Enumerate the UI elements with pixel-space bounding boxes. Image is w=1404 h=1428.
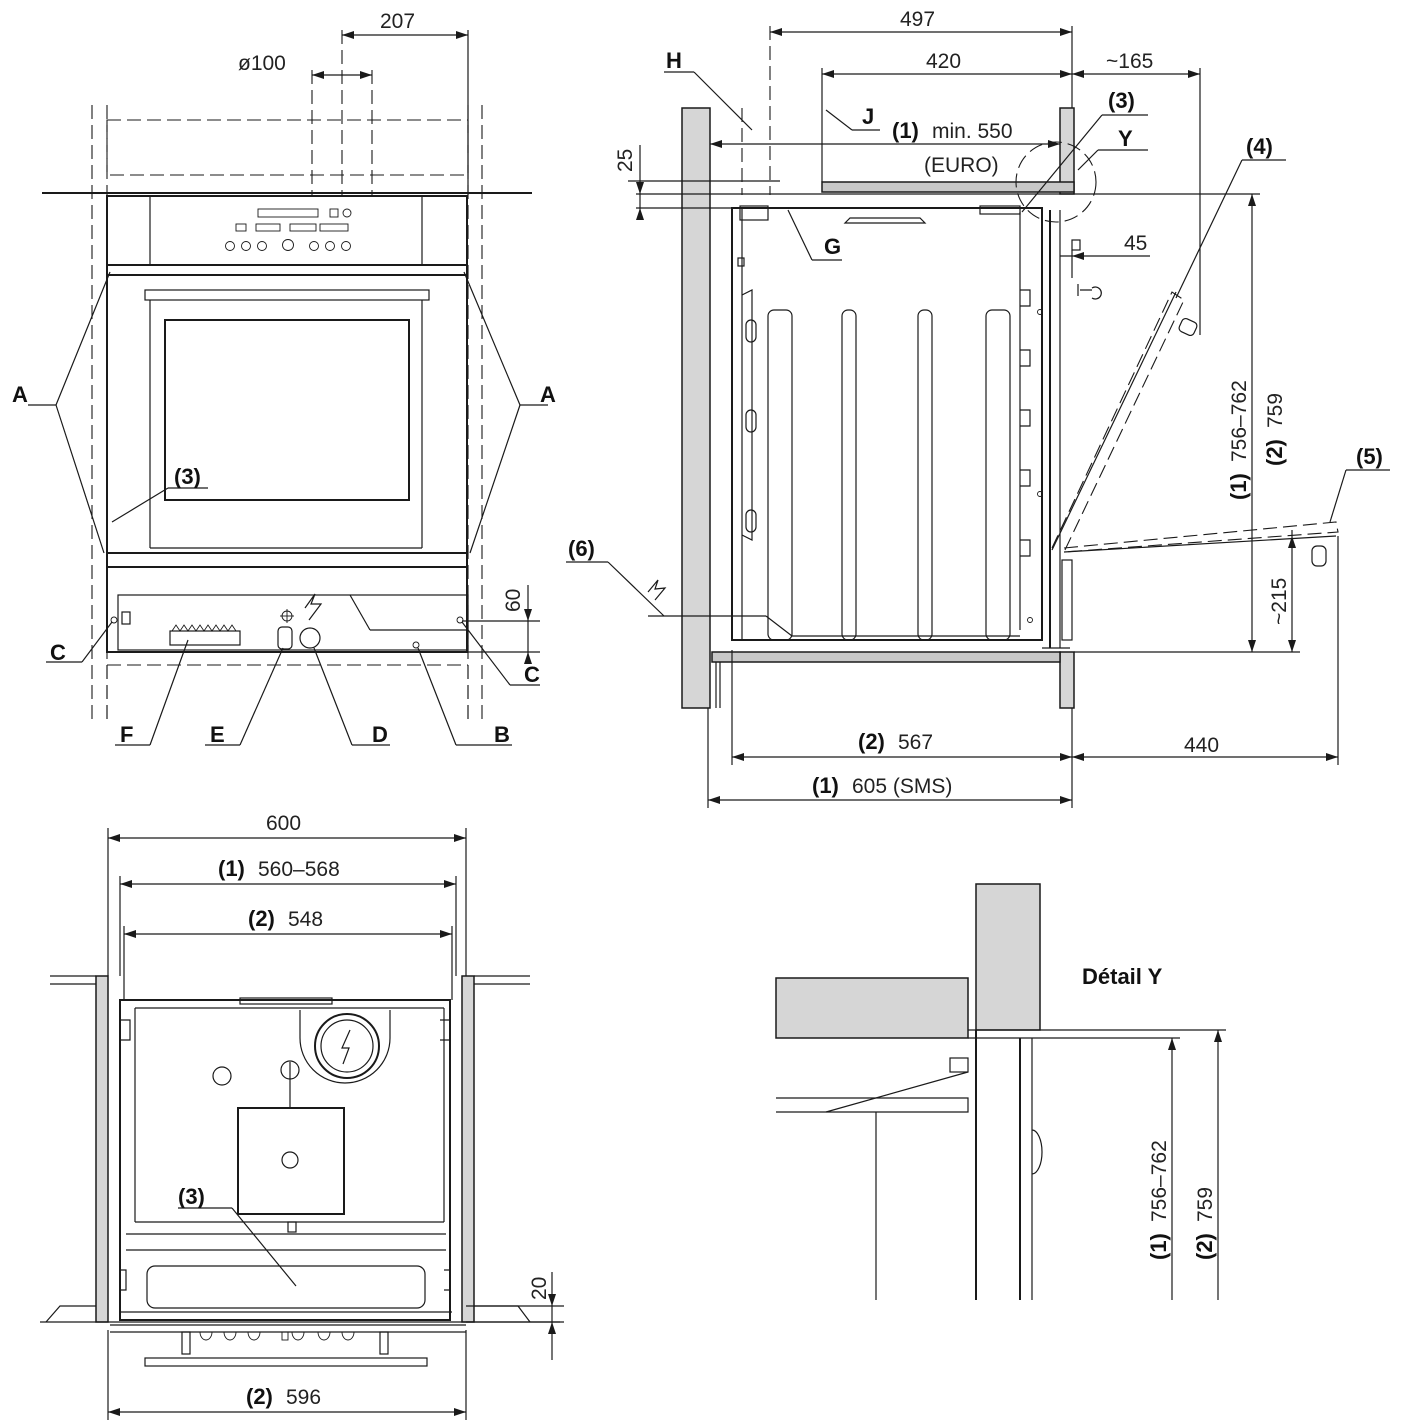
dim-207: 207 [380,10,415,33]
dim-165: ~165 [1106,50,1153,73]
ref-3-top: (3) [178,1184,205,1209]
dim-45: 45 [1124,232,1147,255]
ref-4: (4) [1246,134,1273,159]
width1-ref: (1) [218,856,245,881]
ref-5: (5) [1356,444,1383,469]
height1-value: 756–762 [1228,380,1251,462]
width2-value: 548 [288,908,323,931]
label-c-right: C [524,662,540,687]
dim-215: ~215 [1268,578,1291,625]
label-j: J [862,104,874,129]
width-total: 600 [266,812,301,835]
label-g: G [824,234,841,259]
detail-height1-value: 756–762 [1148,1140,1171,1222]
dim-25: 25 [614,149,637,172]
dim-440: 440 [1184,734,1219,757]
label-c-left: C [50,640,66,665]
dim-vent-diameter: ø100 [238,52,286,75]
height1-ref: (1) [1226,473,1251,500]
width-front-value: 596 [286,1386,321,1409]
height2-ref: (2) [1262,439,1287,466]
height2-value: 759 [1264,393,1287,428]
label-a-right: A [540,382,556,407]
depth-min-norm: (EURO) [924,154,999,177]
label-y: Y [1118,126,1133,151]
ref-3-side: (3) [1108,88,1135,113]
label-b: B [494,722,510,747]
dim-60: 60 [502,589,525,612]
width1-value: 560–568 [258,858,340,881]
width-front-ref: (2) [246,1384,273,1409]
label-e: E [210,722,225,747]
dim-420: 420 [926,50,961,73]
depth1-value: 605 (SMS) [852,775,952,798]
side-view [566,26,1390,808]
detail-height1-ref: (1) [1146,1233,1171,1260]
depth-min-value: min. 550 [932,120,1013,143]
label-h: H [666,48,682,73]
control-buttons [225,208,352,251]
label-d: D [372,722,388,747]
depth1-ref: (1) [812,773,839,798]
dim-497: 497 [900,8,935,31]
depth2-ref: (2) [858,729,885,754]
detail-y [775,883,1226,1300]
ref-3-front: (3) [174,464,201,489]
top-view [40,828,564,1420]
label-a-left: A [12,382,28,407]
detail-height2-value: 759 [1194,1187,1217,1222]
dim-20: 20 [528,1277,551,1300]
detail-y-title: Détail Y [1082,964,1163,989]
label-f: F [120,722,133,747]
depth2-value: 567 [898,731,933,754]
ref-6: (6) [568,536,595,561]
front-view [28,30,548,746]
width2-ref: (2) [248,906,275,931]
detail-height2-ref: (2) [1192,1233,1217,1260]
depth-min-ref: (1) [892,118,919,143]
